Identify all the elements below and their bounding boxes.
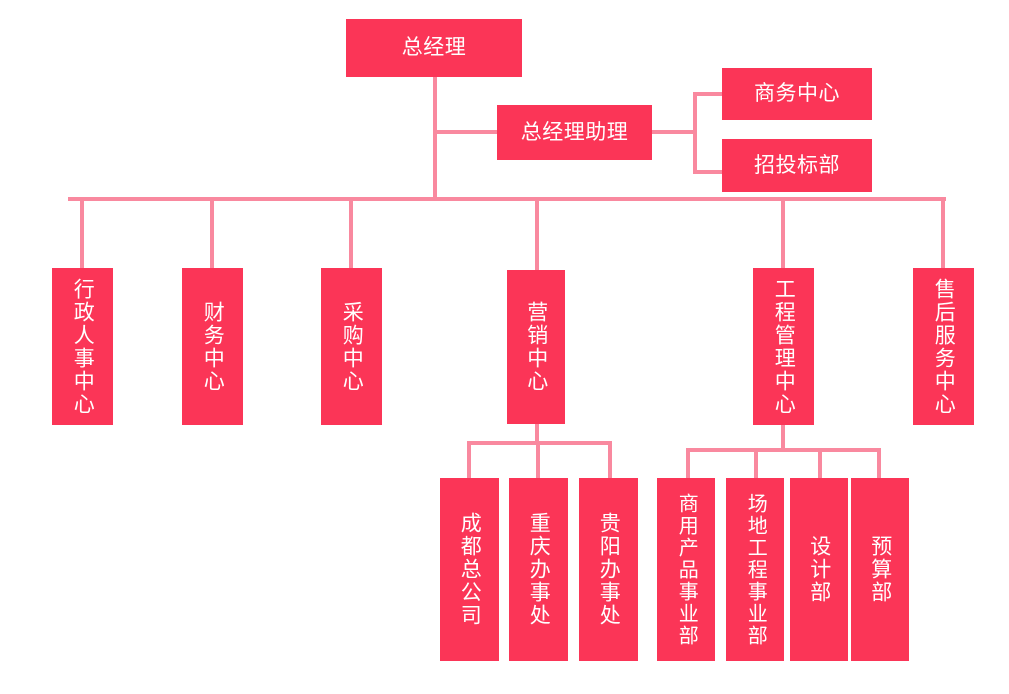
node-label-general-manager: 总经理: [401, 35, 467, 60]
node-label-after-sales-center: 售后服务中心: [932, 277, 957, 416]
node-commercial-product-div[interactable]: 商用产品事业部: [657, 478, 715, 661]
node-guiyang-office[interactable]: 贵阳办事处: [579, 478, 638, 661]
node-label-site-engineering-div: 场地工程事业部: [744, 492, 767, 647]
connector-drop-design: [818, 448, 822, 478]
connector-drop-admin-hr: [80, 197, 84, 268]
node-label-marketing-center: 营销中心: [524, 301, 549, 393]
connector-drop-chengdu: [467, 441, 471, 478]
connector-to-business-center: [693, 92, 724, 96]
node-label-design-dept: 设计部: [807, 535, 832, 604]
node-business-center[interactable]: 商务中心: [722, 68, 872, 120]
connector-drop-commercial-product: [686, 448, 690, 478]
connector-engineering-trunk: [781, 424, 785, 450]
connector-engineering-bus: [686, 448, 881, 452]
connector-gm-trunk: [433, 77, 437, 199]
node-bidding-dept[interactable]: 招投标部: [722, 139, 872, 192]
node-label-chengdu-head-office: 成都总公司: [458, 512, 483, 627]
node-label-budget-dept: 预算部: [868, 535, 893, 604]
connector-drop-budget: [877, 448, 881, 478]
node-admin-hr-center[interactable]: 行政人事中心: [52, 268, 113, 425]
node-label-chongqing-office: 重庆办事处: [527, 512, 552, 627]
node-label-business-center: 商务中心: [754, 81, 840, 106]
connector-drop-marketing: [535, 197, 539, 270]
node-label-guiyang-office: 贵阳办事处: [597, 512, 622, 627]
connector-gm-to-assistant: [433, 130, 499, 134]
node-label-gm-assistant: 总经理助理: [520, 119, 629, 144]
connector-drop-engineering: [781, 197, 785, 268]
connector-drop-purchasing: [349, 197, 353, 268]
node-chengdu-head-office[interactable]: 成都总公司: [440, 478, 499, 661]
node-general-manager[interactable]: 总经理: [346, 19, 522, 77]
connector-marketing-trunk: [535, 424, 539, 443]
connector-drop-guiyang: [608, 441, 612, 478]
connector-drop-finance: [210, 197, 214, 268]
node-finance-center[interactable]: 财务中心: [182, 268, 243, 425]
node-site-engineering-div[interactable]: 场地工程事业部: [726, 478, 784, 661]
node-after-sales-center[interactable]: 售后服务中心: [913, 268, 974, 425]
connector-drop-after-sales: [941, 197, 945, 268]
connector-drop-chongqing: [536, 441, 540, 478]
connector-main-bus: [68, 197, 946, 201]
connector-to-bidding-dept: [693, 170, 724, 174]
node-label-engineering-mgmt-center: 工程管理中心: [772, 277, 797, 416]
node-label-purchasing-center: 采购中心: [340, 300, 365, 393]
connector-assistant-stub: [652, 130, 695, 134]
node-label-commercial-product-div: 商用产品事业部: [675, 492, 698, 647]
node-label-bidding-dept: 招投标部: [754, 152, 840, 177]
node-design-dept[interactable]: 设计部: [790, 478, 848, 661]
node-gm-assistant[interactable]: 总经理助理: [497, 105, 652, 160]
node-chongqing-office[interactable]: 重庆办事处: [509, 478, 568, 661]
connector-assistant-bracket: [693, 92, 697, 174]
node-budget-dept[interactable]: 预算部: [851, 478, 909, 661]
node-engineering-mgmt-center[interactable]: 工程管理中心: [753, 268, 814, 425]
node-marketing-center[interactable]: 营销中心: [507, 270, 565, 424]
node-purchasing-center[interactable]: 采购中心: [321, 268, 382, 425]
connector-drop-site-engineering: [754, 448, 758, 478]
node-label-finance-center: 财务中心: [201, 300, 226, 393]
node-label-admin-hr-center: 行政人事中心: [71, 277, 96, 416]
